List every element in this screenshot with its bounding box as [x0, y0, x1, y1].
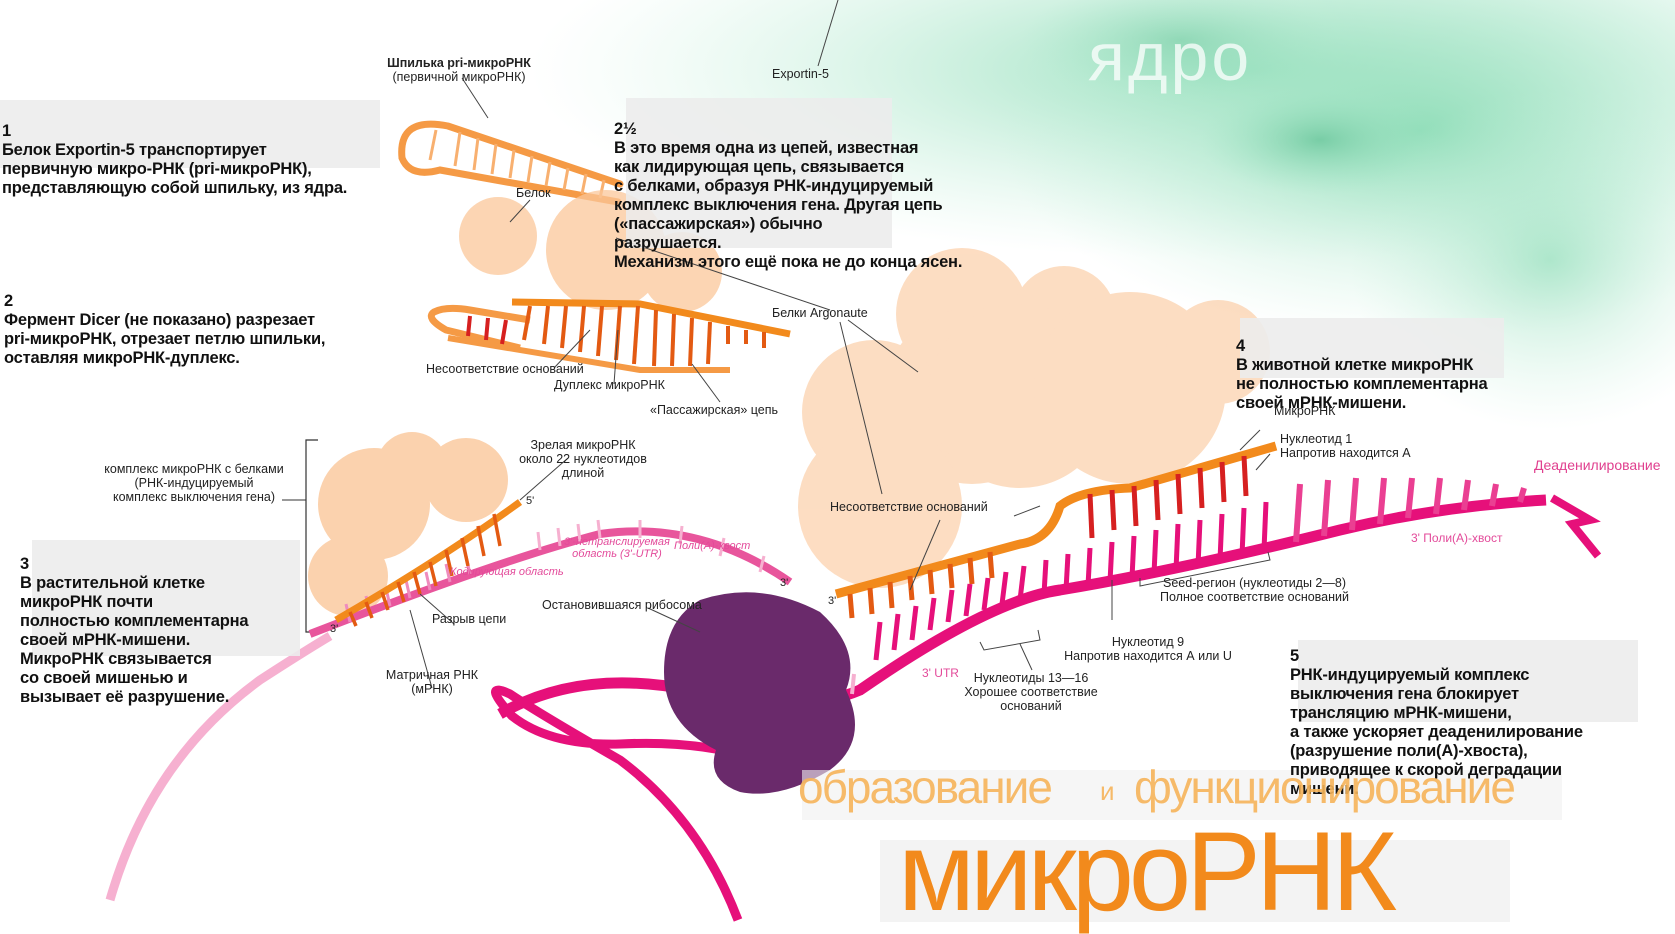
title-line2: микроРНК: [898, 809, 1397, 934]
step-2-number: 2: [4, 292, 13, 310]
mirna-label: МикроРНК: [1274, 404, 1336, 418]
step-2-half: 2½ В это время одна из цепей, известная …: [614, 101, 962, 272]
mirna-duplex: [427, 298, 791, 373]
nucleotide-9-label: Нуклеотид 9 Напротив находится А или U: [1064, 635, 1232, 663]
step-5-text: РНК-индуцируемый комплекс выключения ген…: [1290, 666, 1583, 798]
step-5: 5 РНК-индуцируемый комплекс выключения г…: [1290, 628, 1583, 799]
argonaute-pointers: [615, 237, 919, 495]
hairpin-pointer: [461, 77, 489, 119]
animal-pointers: [909, 429, 1271, 671]
step-2: 2 Фермент Dicer (не показано) разрезает …: [4, 273, 326, 368]
step-4: 4 В животной клетке микроРНК не полность…: [1236, 318, 1488, 413]
step-1-text: Белок Exportin-5 транспортирует первичну…: [2, 141, 348, 197]
plant-silencing-complex: [308, 432, 508, 616]
mature-mirna-label: Зрелая микроРНК около 22 нуклеотидов дли…: [519, 438, 647, 480]
nucleotides-13-16-label: Нуклеотиды 13—16 Хорошее соответствие ос…: [964, 671, 1098, 713]
plant-pointers: [409, 457, 569, 689]
argonaute-label: Белки Argonaute: [772, 306, 868, 320]
title-line1-b: функционирование: [1134, 761, 1516, 813]
hairpin-subtitle: (первичной микроРНК): [392, 70, 526, 84]
utr-animal-label: 3' UTR: [922, 666, 959, 680]
polya-tail-label: 3' Поли(А)-хвост: [1411, 531, 1503, 545]
protein-label: Белок: [516, 186, 551, 200]
step-3-text: В растительной клетке микроРНК почти пол…: [20, 574, 249, 706]
exportin-label: Exportin-5: [772, 67, 829, 81]
end-3-plant-mirna: 3': [330, 623, 339, 635]
mismatch-animal-label: Несоответствие оснований: [830, 500, 988, 514]
step-1-number: 1: [2, 122, 11, 140]
mrna-label: Матричная РНК (мРНК): [385, 668, 479, 696]
end-3-animal: 3': [828, 595, 837, 607]
stalled-ribosome: [664, 592, 855, 794]
animal-mirna: [834, 441, 1278, 619]
title-line1-a: образование: [798, 761, 1053, 813]
step-2-text: Фермент Dicer (не показано) разрезает pr…: [4, 311, 326, 367]
base-u: U: [1100, 554, 1110, 568]
coding-region-label: Кодирующая область: [450, 566, 564, 578]
duplex-label: Дуплекс микроРНК: [554, 378, 665, 392]
mismatch-top-label: Несоответствие оснований: [426, 362, 584, 376]
ribosome-label: Остановившаяся рибосома: [542, 598, 702, 612]
title-and: и: [1100, 776, 1115, 806]
protein-pointer: [509, 199, 531, 223]
step-2-half-text: В это время одна из цепей, известная как…: [614, 139, 963, 271]
end-5-plant: 5': [526, 495, 535, 507]
step-3: 3 В растительной клетке микроРНК почти п…: [20, 536, 249, 707]
plant-mrna: [105, 519, 793, 902]
passenger-label: «Пассажирская» цепь: [650, 403, 779, 417]
step-4-text: В животной клетке микроРНК не полностью …: [1236, 356, 1488, 412]
ribosome-pointer: [647, 607, 701, 633]
step2-proteins: [459, 190, 722, 312]
step-4-number: 4: [1236, 337, 1245, 355]
complex-label: комплекс микроРНК с белками (РНК-индуцир…: [104, 462, 284, 504]
break-label: Разрыв цепи: [432, 612, 507, 626]
pri-mirna-hairpin: [398, 120, 624, 206]
nucleotide-1-label: Нуклеотид 1 Напротив находится А: [1280, 432, 1411, 460]
plant-mirna: [334, 499, 523, 627]
step-3-number: 3: [20, 555, 29, 573]
step-2-half-number: 2½: [614, 120, 637, 138]
hairpin-title: Шпилька pri-микроРНК: [387, 56, 531, 70]
end-3-plant: 3': [780, 577, 789, 589]
duplex-pointers: [553, 329, 721, 403]
deadenylation-label: Деаденилирование: [1534, 457, 1661, 473]
seed-region-label: Seed-регион (нуклеотиды 2—8) Полное соот…: [1160, 576, 1350, 604]
nucleus-label: ядро: [1088, 19, 1253, 95]
step-1: 1 Белок Exportin-5 транспортирует первич…: [2, 103, 347, 198]
step-5-number: 5: [1290, 647, 1299, 665]
utr3-label: 3'-нетранслируемая область (3'-UTR): [564, 536, 670, 560]
complex-bracket: [305, 439, 318, 633]
exportin-pointer: [817, 0, 839, 67]
polya-plant-label: Поли(А)-хвост: [674, 540, 751, 552]
base-a: A: [1270, 500, 1280, 514]
